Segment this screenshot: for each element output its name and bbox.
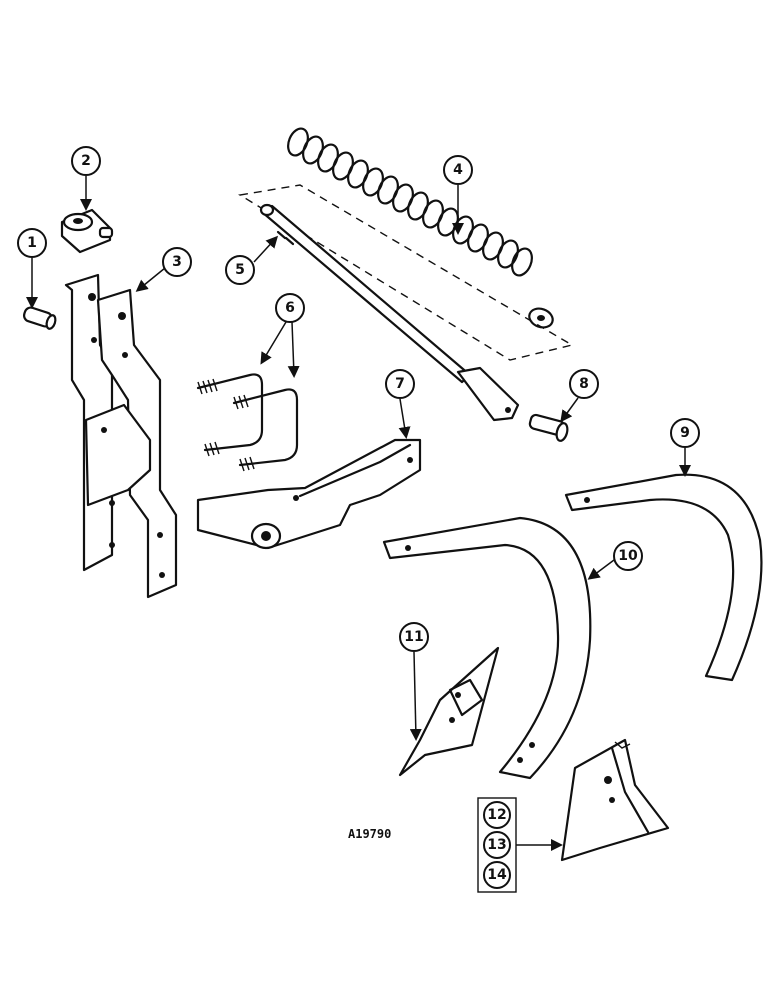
part-12-14-sweep <box>560 738 670 862</box>
part-1-pin <box>22 306 57 330</box>
svg-text:9: 9 <box>680 425 690 441</box>
part-2-collar <box>60 208 114 254</box>
leader-lines <box>26 176 691 851</box>
callout-group-bracket <box>477 797 517 893</box>
svg-text:13: 13 <box>487 837 506 853</box>
callout-1: 1 <box>17 228 47 258</box>
svg-text:6: 6 <box>285 300 295 316</box>
callout-7: 7 <box>385 369 415 399</box>
part-10-tine <box>382 516 592 780</box>
svg-text:7: 7 <box>395 376 405 392</box>
svg-text:2: 2 <box>81 153 91 169</box>
callout-12: 12 <box>483 801 511 829</box>
part-9-tine <box>564 473 763 682</box>
svg-text:10: 10 <box>618 548 638 564</box>
part-4-spring <box>287 127 554 329</box>
svg-text:4: 4 <box>453 162 463 178</box>
callout-8: 8 <box>569 369 599 399</box>
callout-9: 9 <box>670 418 700 448</box>
callout-2: 2 <box>71 146 101 176</box>
svg-text:5: 5 <box>235 262 245 278</box>
part-3-bracket <box>64 273 178 599</box>
part-7-clamp <box>196 438 422 550</box>
part-5-rod <box>259 203 520 422</box>
svg-text:1: 1 <box>27 235 37 251</box>
svg-text:3: 3 <box>172 254 182 270</box>
part-11-shovel <box>398 646 500 777</box>
svg-text:8: 8 <box>579 376 589 392</box>
callout-6: 6 <box>275 293 305 323</box>
callout-4: 4 <box>443 155 473 185</box>
callout-10: 10 <box>613 541 643 571</box>
callout-5: 5 <box>225 255 255 285</box>
callout-14: 14 <box>483 861 511 889</box>
part-8-pin <box>528 413 569 442</box>
reference-code: A19790 <box>348 827 391 841</box>
callout-11: 11 <box>399 622 429 652</box>
part-6-ubolts <box>196 373 299 472</box>
svg-text:14: 14 <box>487 867 507 883</box>
svg-text:11: 11 <box>404 629 423 645</box>
svg-text:12: 12 <box>487 807 506 823</box>
callout-13: 13 <box>483 831 511 859</box>
callout-3: 3 <box>162 247 192 277</box>
